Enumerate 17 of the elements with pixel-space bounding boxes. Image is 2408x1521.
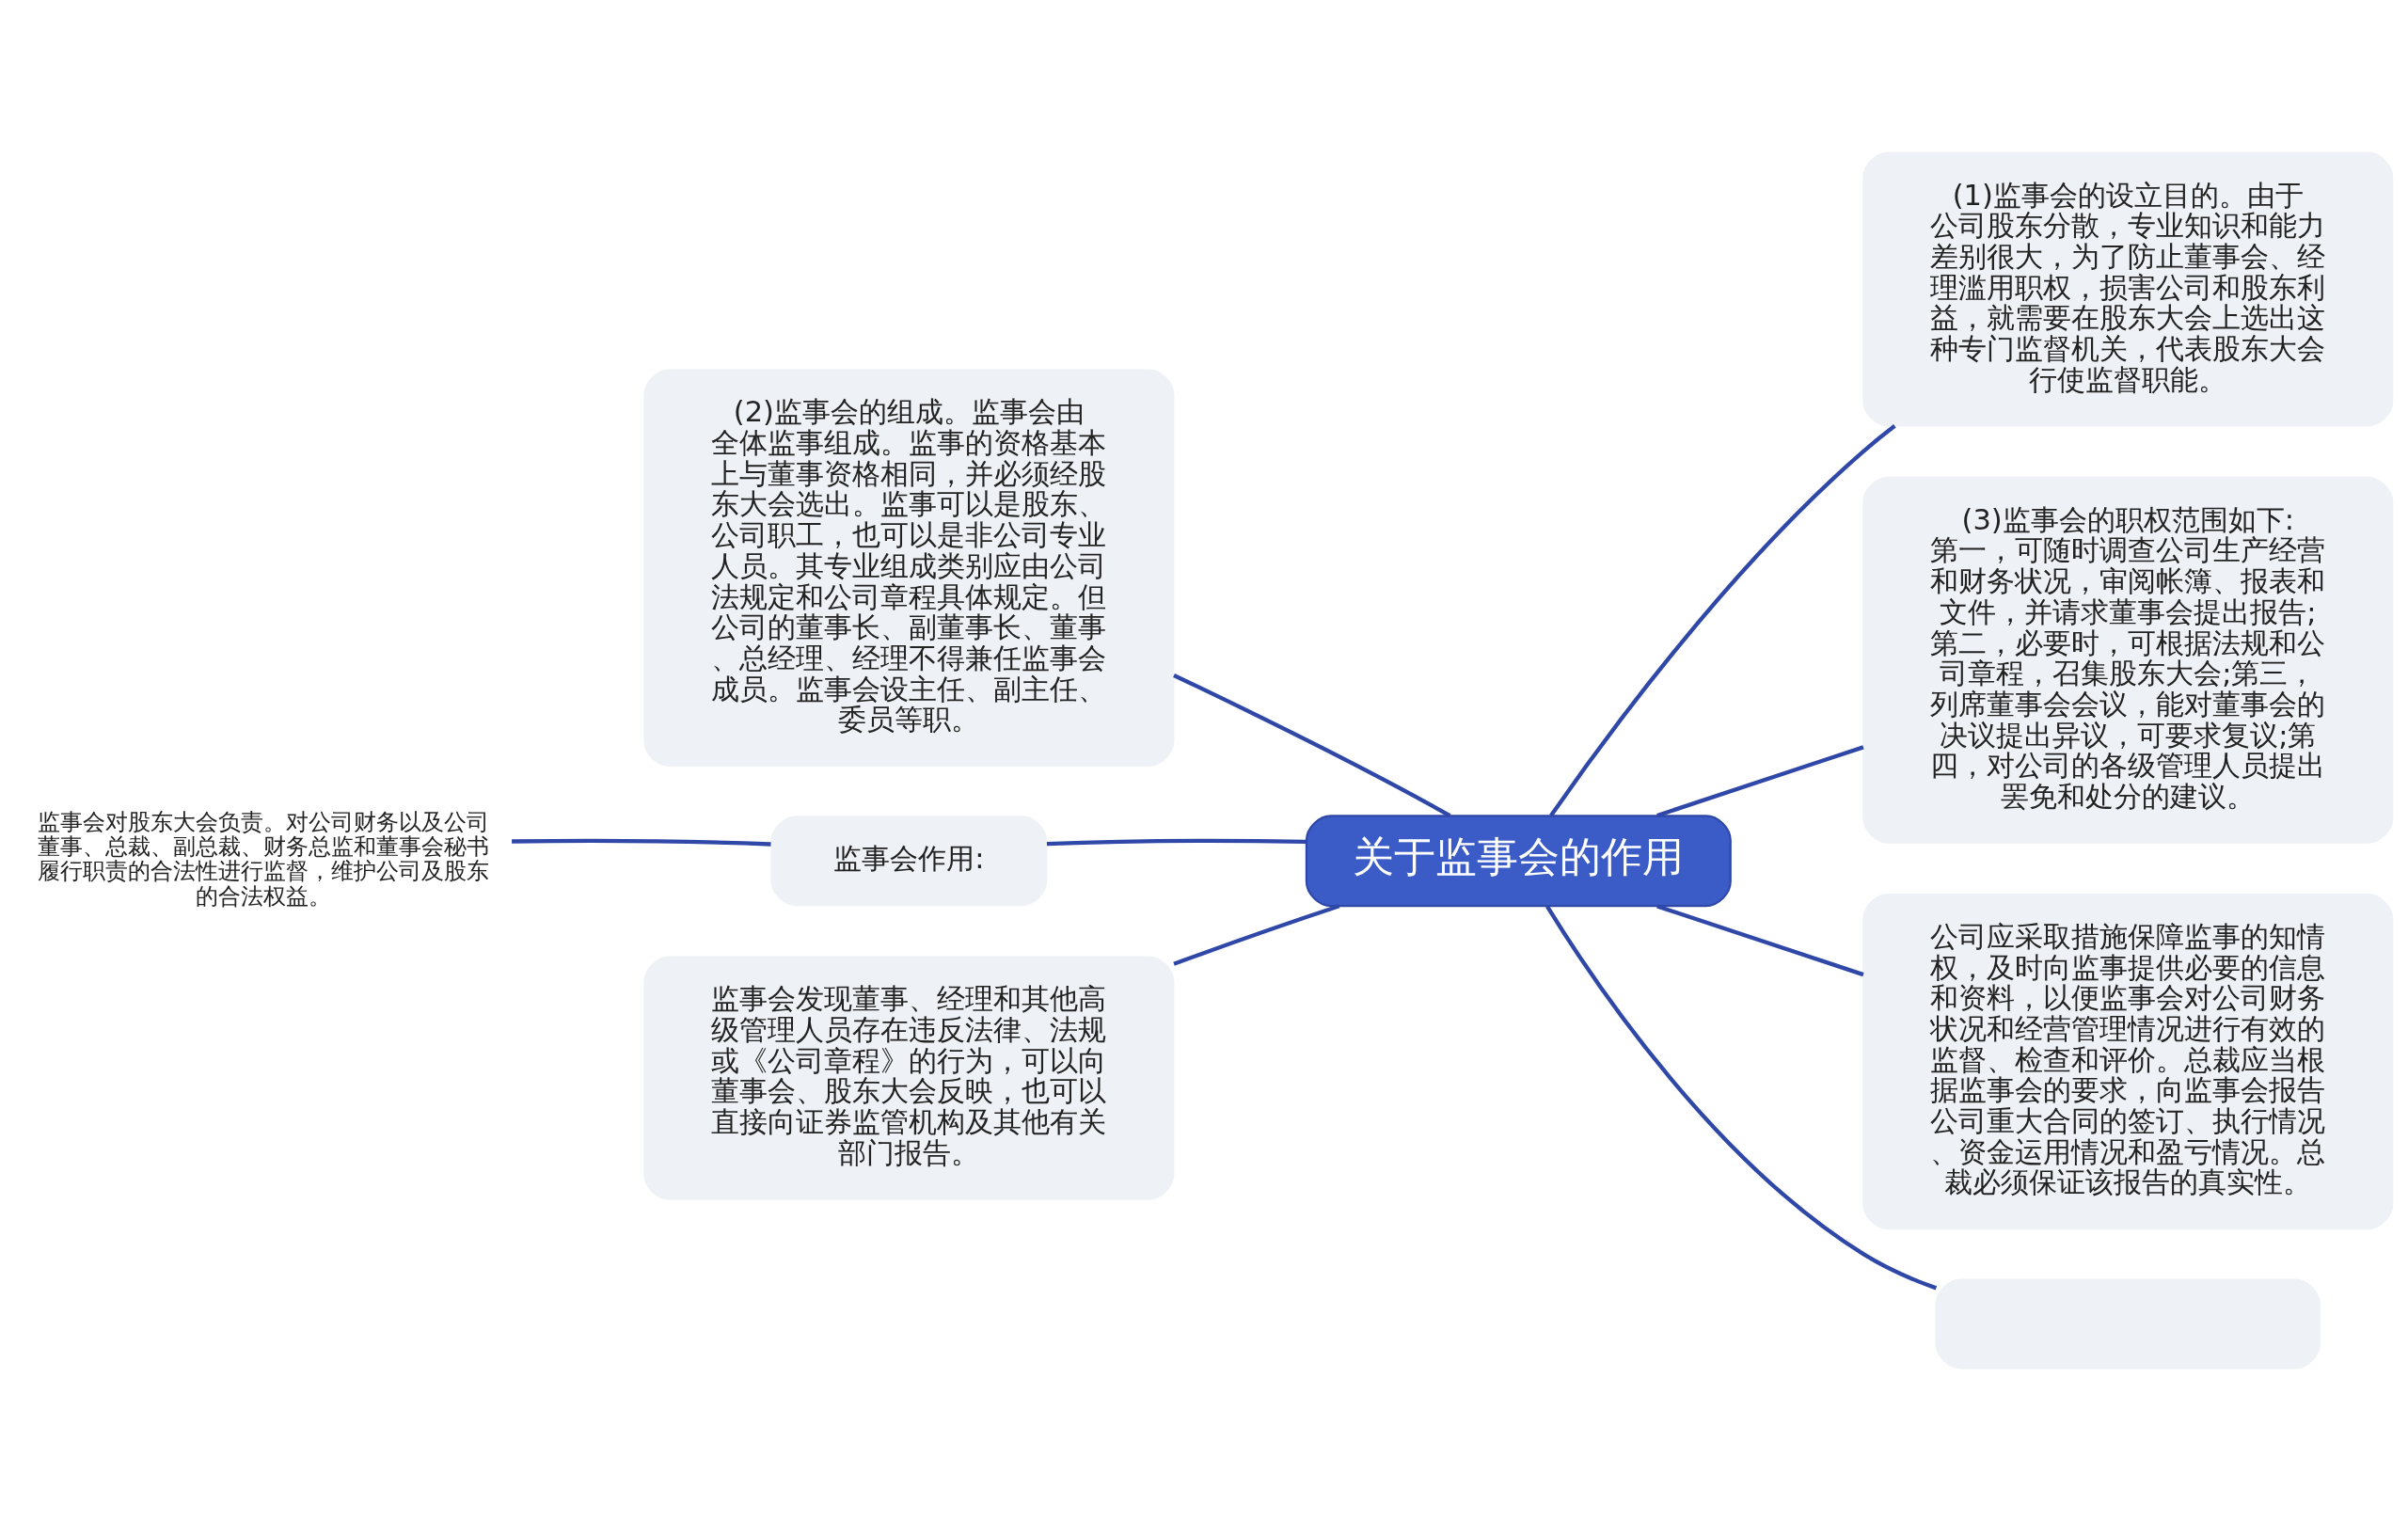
- node-box: [1935, 1278, 2321, 1370]
- connector: [1656, 904, 1864, 977]
- node-box: (2)监事会的组成。监事会由全体监事组成。监事的资格基本上与董事资格相同，并必须经股东大会选出。监事可以是股东、公司职工，也可以是非公司专业人员。其专业组成类别应由公司法规定和公司章程具体规定。但公司的董事长、副董事长、董事、总经理、经理不得兼任监事会成员。监事会设主任、副主任、委员等职。: [643, 369, 1175, 768]
- connector: [1173, 673, 1451, 817]
- node-box: 关于监事会的作用: [1305, 815, 1732, 908]
- connector: [1656, 745, 1864, 818]
- node-box: 监事会发现董事、经理和其他高级管理人员存在违反法律、法规或《公司章程》的行为，可以向董事会、股东大会反映，也可以直接向证券监管机构及其他有关部门报告。: [643, 956, 1175, 1200]
- connector: [1046, 838, 1307, 847]
- node-box: (1)监事会的设立目的。由于公司股东分散，专业知识和能力差别很大，为了防止董事会、经理滥用职权，损害公司和股东利益，就需要在股东大会上选出这种专门监督机关，代表股东大会行使监督职能。: [1862, 151, 2394, 427]
- connector: [1173, 904, 1340, 966]
- node-box: 公司应采取措施保障监事的知情权，及时向监事提供必要的信息和资料，以便监事会对公司财务状况和经营管理情况进行有效的监督、检查和评价。总裁应当根据监事会的要求，向监事会报告公司重大合同的签订、执行情况、资金运用情况和盈亏情况。总裁必须保证该报告的真实性。: [1862, 894, 2394, 1230]
- connector: [512, 838, 771, 847]
- connector: [1545, 905, 1938, 1291]
- node-text: 监事会对股东大会负责。对公司财务以及公司董事、总裁、副总裁、财务总监和董事会秘书履行职责的合法性进行监督，维护公司及股东的合法权益。: [38, 809, 490, 910]
- connector: [1549, 424, 1896, 817]
- node-box: 监事会作用:: [770, 816, 1048, 907]
- node-box: (3)监事会的职权范围如下:第一，可随时调查公司生产经营和财务状况，审阅帐簿、报表和文件，并请求董事会提出报告;第二，必要时，可根据法规和公司章程，召集股东大会;第三，列席董事会会议，能对董事会的决议提出异议，可要求复议;第四，对公司的各级管理人员提出罢免和处分的建议。: [1862, 476, 2394, 844]
